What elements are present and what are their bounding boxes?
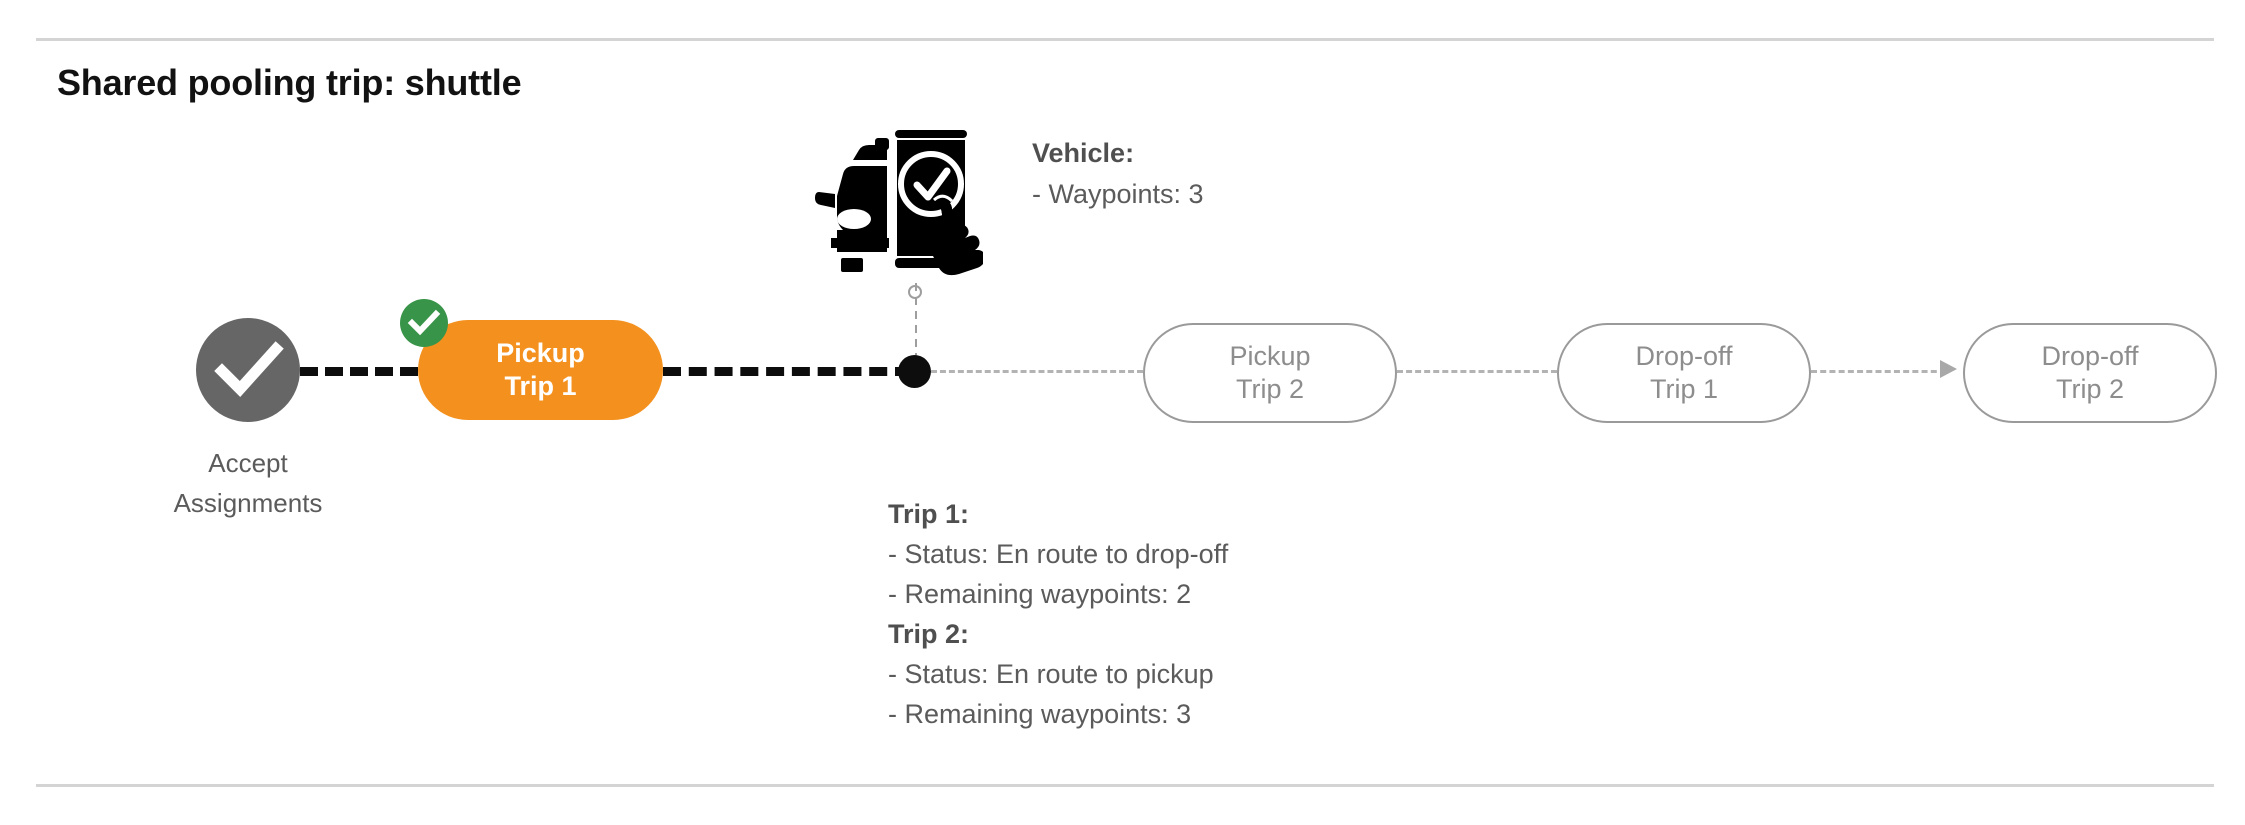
page-title: Shared pooling trip: shuttle bbox=[57, 62, 522, 103]
node-pickup-trip-2-label: Pickup Trip 2 bbox=[1229, 340, 1310, 406]
trip-1-remaining-waypoints: - Remaining waypoints: 2 bbox=[888, 579, 1192, 609]
vehicle-info-block: Vehicle: - Waypoints: 3 bbox=[1032, 133, 1204, 215]
edge-dropoff-trip-1-to-dropoff-trip-2 bbox=[1811, 370, 1946, 373]
edge-pickup-trip-1-to-vehicle bbox=[663, 367, 913, 376]
trip-1-status: - Status: En route to drop-off bbox=[888, 539, 1229, 569]
node-pickup-trip-2-line2: Trip 2 bbox=[1235, 374, 1304, 404]
node-pickup-trip-1-line1: Pickup bbox=[496, 338, 585, 368]
node-pickup-trip-1-label: Pickup Trip 1 bbox=[496, 337, 585, 403]
node-dropoff-trip-1-line1: Drop-off bbox=[1635, 341, 1733, 371]
edge-pickup-trip-2-to-dropoff-trip-1 bbox=[1397, 370, 1557, 373]
accept-assignments-label: Accept Assignments bbox=[96, 443, 400, 523]
top-divider bbox=[36, 38, 2214, 41]
node-dropoff-trip-1-label: Drop-off Trip 1 bbox=[1635, 340, 1732, 406]
trip-2-heading: Trip 2: bbox=[888, 619, 970, 649]
trip-details-block: Trip 1: - Status: En route to drop-off -… bbox=[888, 494, 1228, 734]
node-dropoff-trip-2-line2: Trip 2 bbox=[2055, 374, 2124, 404]
node-dropoff-trip-1-line2: Trip 1 bbox=[1649, 374, 1718, 404]
check-circle-icon bbox=[214, 341, 284, 397]
trip-2-status: - Status: En route to pickup bbox=[888, 659, 1214, 689]
trip-2-remaining-waypoints: - Remaining waypoints: 3 bbox=[888, 699, 1192, 729]
accept-label-line2: Assignments bbox=[173, 488, 323, 518]
node-pickup-trip-2-line1: Pickup bbox=[1229, 341, 1311, 371]
check-badge-icon bbox=[400, 299, 448, 347]
edge-accept-to-pickup-trip-1 bbox=[300, 367, 418, 376]
vehicle-info-heading: Vehicle: bbox=[1032, 138, 1135, 168]
accept-assignments-node[interactable] bbox=[196, 318, 300, 422]
node-dropoff-trip-2-line1: Drop-off bbox=[2041, 341, 2139, 371]
node-dropoff-trip-1[interactable]: Drop-off Trip 1 bbox=[1557, 323, 1811, 423]
vehicle-position-dot bbox=[898, 355, 931, 388]
arrow-head-icon bbox=[1940, 360, 1957, 378]
node-pickup-trip-1[interactable]: Pickup Trip 1 bbox=[418, 320, 663, 420]
trip-1-heading: Trip 1: bbox=[888, 499, 970, 529]
accept-label-line1: Accept bbox=[208, 448, 288, 478]
vehicle-waypoints-line: - Waypoints: 3 bbox=[1032, 179, 1204, 209]
vehicle-anchor-connector bbox=[915, 283, 917, 377]
node-pickup-trip-2[interactable]: Pickup Trip 2 bbox=[1143, 323, 1397, 423]
edge-vehicle-to-pickup-trip-2 bbox=[931, 370, 1143, 373]
node-dropoff-trip-2-label: Drop-off Trip 2 bbox=[2041, 340, 2138, 406]
bottom-divider bbox=[36, 784, 2214, 787]
node-pickup-trip-1-line2: Trip 1 bbox=[504, 371, 577, 401]
vehicle-phone-check-icon bbox=[813, 122, 983, 280]
node-dropoff-trip-2[interactable]: Drop-off Trip 2 bbox=[1963, 323, 2217, 423]
